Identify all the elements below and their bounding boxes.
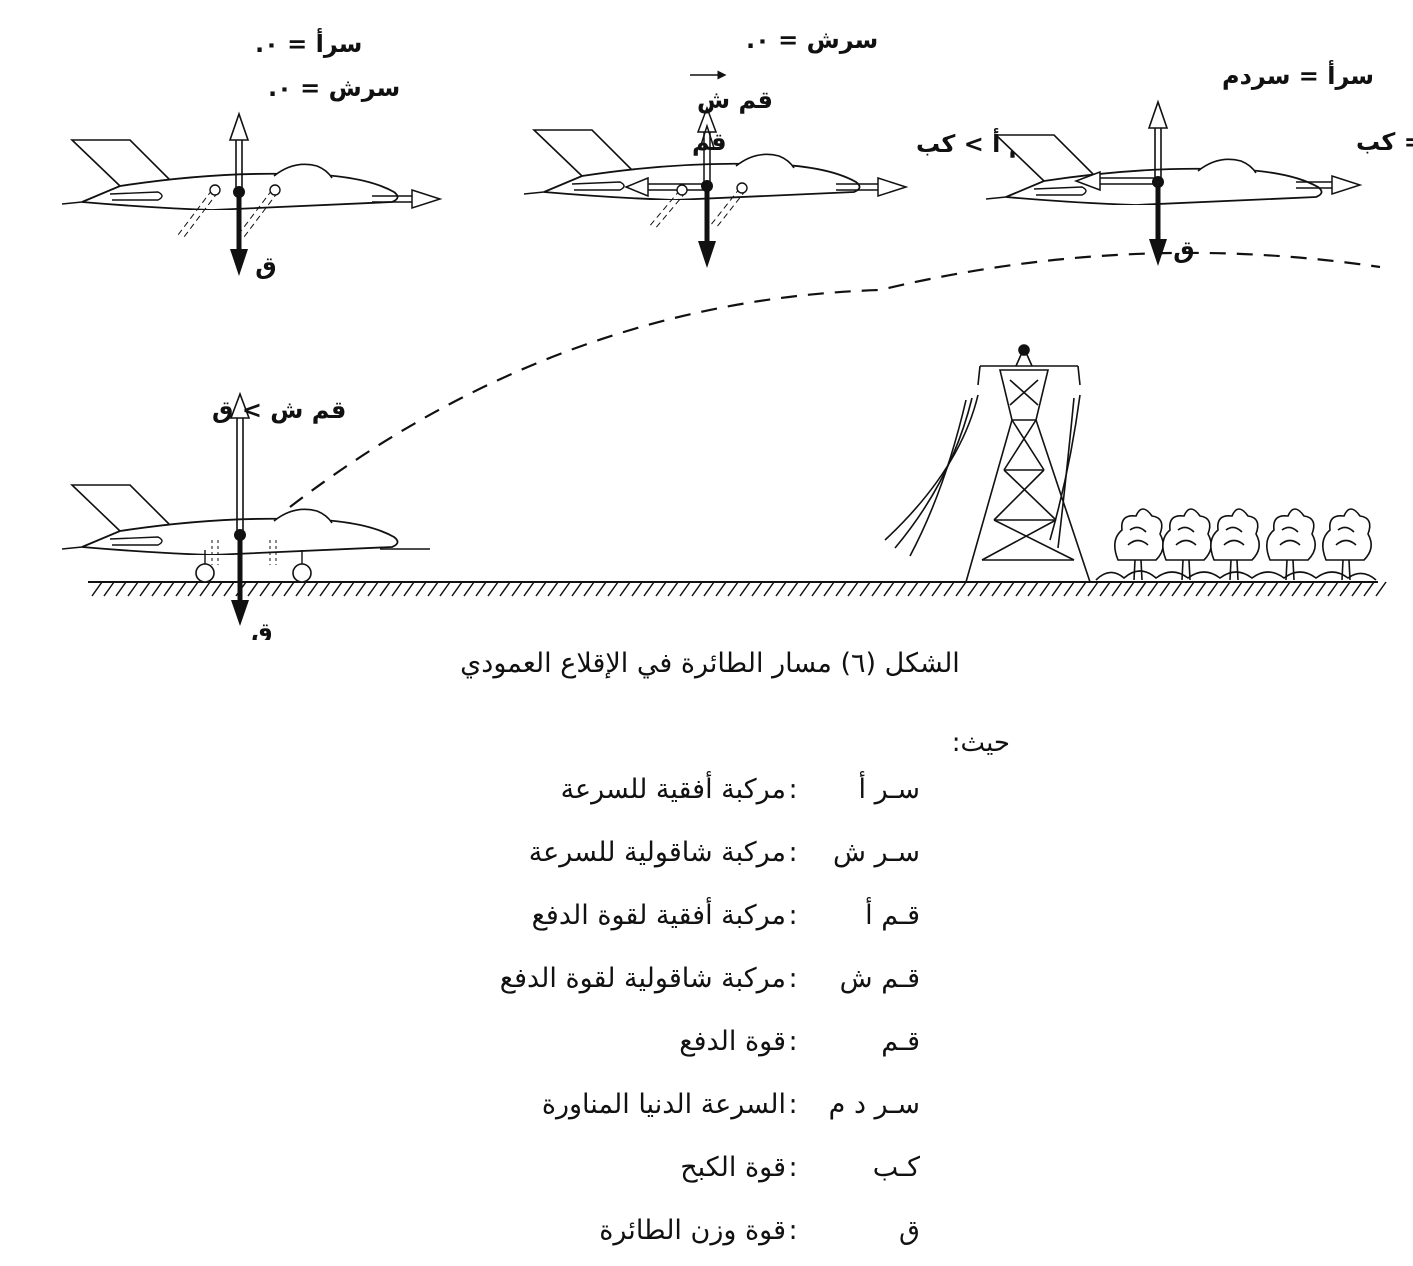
vertical-takeoff-diagram: قم ش > ق ق سرأ = ٠. سرش = ٠. ق bbox=[62, 26, 1413, 640]
legend-symbol: سـر أ bbox=[858, 774, 920, 805]
legend-definition: مركبة أفقية لقوة الدفع bbox=[531, 900, 786, 931]
tree bbox=[1210, 508, 1260, 581]
legend-definition: السرعة الدنيا المناورة bbox=[541, 1089, 786, 1120]
plane-transition-2: سرش = ٠. قم ش قم قم أ > كب bbox=[524, 26, 1043, 268]
plane-3-label-1: سرأ = سردم bbox=[1222, 60, 1374, 90]
flight-path bbox=[289, 251, 1381, 508]
tree bbox=[1114, 508, 1164, 581]
plane-ground-weight-label: ق bbox=[251, 618, 272, 640]
figure-caption: الشكل (٦) مسار الطائرة في الإقلاع العمود… bbox=[460, 648, 960, 679]
plane-2-label-3: قم bbox=[692, 128, 727, 156]
power-tower bbox=[884, 344, 1091, 583]
legend-row: قـم أ : مركبة أفقية لقوة الدفع bbox=[531, 900, 920, 931]
legend-row: سـر ش : مركبة شاقولية للسرعة bbox=[528, 837, 920, 868]
legend-symbol: كـب bbox=[872, 1152, 920, 1183]
legend-definition: مركبة شاقولية للسرعة bbox=[528, 837, 786, 868]
trees bbox=[1095, 508, 1377, 581]
legend-row: سـر د م : السرعة الدنيا المناورة bbox=[541, 1089, 920, 1120]
legend-definition: مركبة أفقية للسرعة bbox=[560, 774, 786, 805]
plane-1-label-1: سرأ = ٠. bbox=[255, 28, 362, 58]
legend-symbol: قـم ش bbox=[839, 963, 920, 994]
plane-3-weight-label: ق bbox=[1173, 236, 1194, 264]
plane-3-label-2: ق أ = كب bbox=[1356, 126, 1413, 156]
legend-definition: مركبة شاقولية لقوة الدفع bbox=[499, 963, 786, 994]
legend-title: حيث: bbox=[951, 728, 1010, 758]
plane-1-label-2: سرش = ٠. bbox=[268, 74, 400, 102]
plane-ground-thrust-label: قم ش > ق bbox=[212, 396, 346, 424]
legend-definition: قوة الكبح bbox=[680, 1152, 786, 1183]
legend-definition: قوة وزن الطائرة bbox=[599, 1215, 786, 1246]
legend-row: كـب : قوة الكبح bbox=[680, 1152, 920, 1183]
legend-symbol: قـم bbox=[881, 1026, 920, 1057]
plane-ground: قم ش > ق ق bbox=[62, 391, 430, 640]
legend-row: قـم ش : مركبة شاقولية لقوة الدفع bbox=[499, 963, 920, 994]
legend-row: ق : قوة وزن الطائرة bbox=[599, 1215, 920, 1246]
tree bbox=[1162, 508, 1212, 581]
plane-hover-1: سرأ = ٠. سرش = ٠. ق bbox=[62, 28, 443, 280]
legend-row: قـم : قوة الدفع bbox=[679, 1026, 920, 1057]
plane-2-label-1: سرش = ٠. bbox=[746, 26, 878, 54]
legend-definition: قوة الدفع bbox=[679, 1026, 786, 1057]
legend-symbol: ق bbox=[899, 1215, 920, 1246]
legend-row: سـر أ : مركبة أفقية للسرعة bbox=[560, 774, 920, 805]
tree bbox=[1322, 508, 1372, 581]
legend-symbol: سـر ش bbox=[833, 837, 920, 868]
plane-1-weight-label: ق bbox=[255, 252, 276, 280]
plane-2-label-2: قم ش bbox=[697, 86, 773, 114]
ground bbox=[88, 581, 1387, 597]
tree bbox=[1266, 508, 1316, 581]
legend: سـر أ : مركبة أفقية للسرعة سـر ش : مركبة… bbox=[400, 758, 920, 1262]
legend-symbol: سـر د م bbox=[828, 1089, 920, 1120]
legend-symbol: قـم أ bbox=[865, 900, 920, 931]
plane-cruise-3: سرأ = سردم ق أ = كب ق bbox=[986, 60, 1413, 266]
